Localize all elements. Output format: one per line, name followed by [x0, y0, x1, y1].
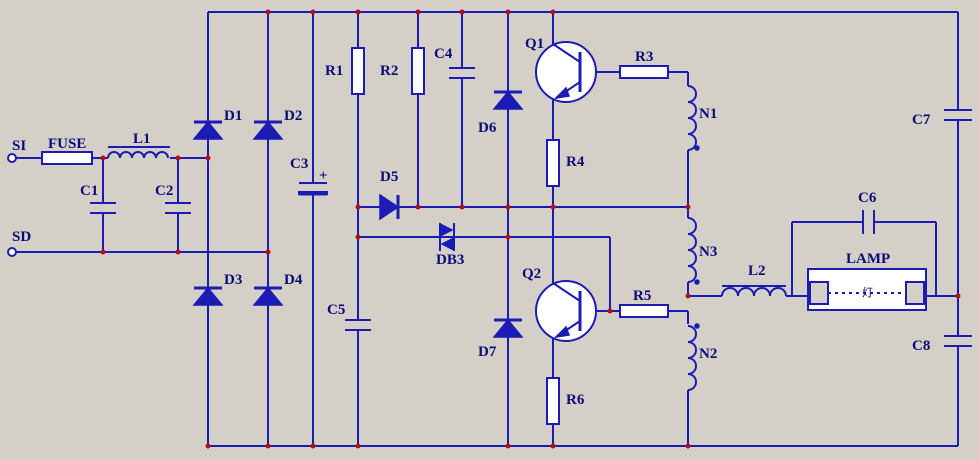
capacitor-c6: [862, 210, 875, 234]
c6-label: C6: [858, 190, 877, 206]
diode-d4: [252, 286, 284, 306]
capacitor-c2: [165, 202, 191, 214]
c4-label: C4: [434, 46, 453, 62]
r4-label: R4: [566, 154, 585, 170]
d2-label: D2: [284, 108, 302, 124]
d6-label: D6: [478, 120, 497, 136]
q1-label: Q1: [525, 36, 544, 52]
transistor-q1: [535, 41, 597, 103]
d4-label: D4: [284, 272, 303, 288]
fuse: [41, 151, 93, 165]
diode-d3: [192, 286, 224, 306]
resistor-r6: [546, 377, 560, 425]
inductor-l2: [721, 285, 787, 297]
d1-label: D1: [224, 108, 242, 124]
diode-d6: [492, 90, 524, 110]
inductor-l1: [107, 146, 170, 159]
c5-label: C5: [327, 302, 345, 318]
fuse-label: FUSE: [48, 136, 86, 152]
wires: [16, 11, 959, 447]
d7-label: D7: [478, 344, 497, 360]
c1-label: C1: [80, 183, 98, 199]
l1-label: L1: [133, 131, 151, 147]
resistor-r5: [619, 304, 669, 318]
r6-label: R6: [566, 392, 585, 408]
capacitor-c7: [944, 109, 972, 121]
diode-d5: [379, 193, 400, 221]
winding-n3: [687, 217, 700, 285]
c3-polarity: +: [319, 168, 328, 184]
winding-n2: [687, 323, 700, 391]
lamp: [807, 268, 927, 311]
r3-label: R3: [635, 49, 653, 65]
capacitor-c3: [298, 182, 328, 196]
sd-terminal: [7, 247, 17, 257]
transistor-q2: [535, 280, 597, 342]
capacitor-c5: [345, 319, 371, 331]
c2-label: C2: [155, 183, 173, 199]
c7-label: C7: [912, 112, 931, 128]
capacitor-c4: [449, 67, 475, 79]
r2-label: R2: [380, 63, 398, 79]
diode-d2: [252, 120, 284, 140]
c3-label: C3: [290, 156, 308, 172]
d3-label: D3: [224, 272, 242, 288]
winding-n1: [687, 85, 700, 151]
resistor-r3: [619, 65, 669, 79]
capacitor-c8: [944, 335, 972, 347]
n1-label: N1: [699, 106, 717, 122]
n2-label: N2: [699, 346, 717, 362]
q2-label: Q2: [522, 266, 541, 282]
l2-label: L2: [748, 263, 766, 279]
resistor-r2: [411, 47, 425, 95]
resistor-r4: [546, 139, 560, 187]
r5-label: R5: [633, 288, 651, 304]
si-label: SI: [12, 138, 26, 154]
capacitor-c1: [90, 202, 116, 214]
diode-d1: [192, 120, 224, 140]
r1-label: R1: [325, 63, 343, 79]
sd-label: SD: [12, 229, 31, 245]
c8-label: C8: [912, 338, 930, 354]
db3-label: DB3: [436, 252, 464, 268]
diac-db3: [434, 222, 460, 252]
lamp-inner-label: 灯: [862, 286, 873, 299]
junction-dots: [100, 9, 961, 449]
si-terminal: [7, 153, 17, 163]
lamp-label: LAMP: [846, 251, 890, 267]
resistor-r1: [351, 47, 365, 95]
d5-label: D5: [380, 169, 398, 185]
n3-label: N3: [699, 244, 717, 260]
diode-d7: [492, 318, 524, 338]
